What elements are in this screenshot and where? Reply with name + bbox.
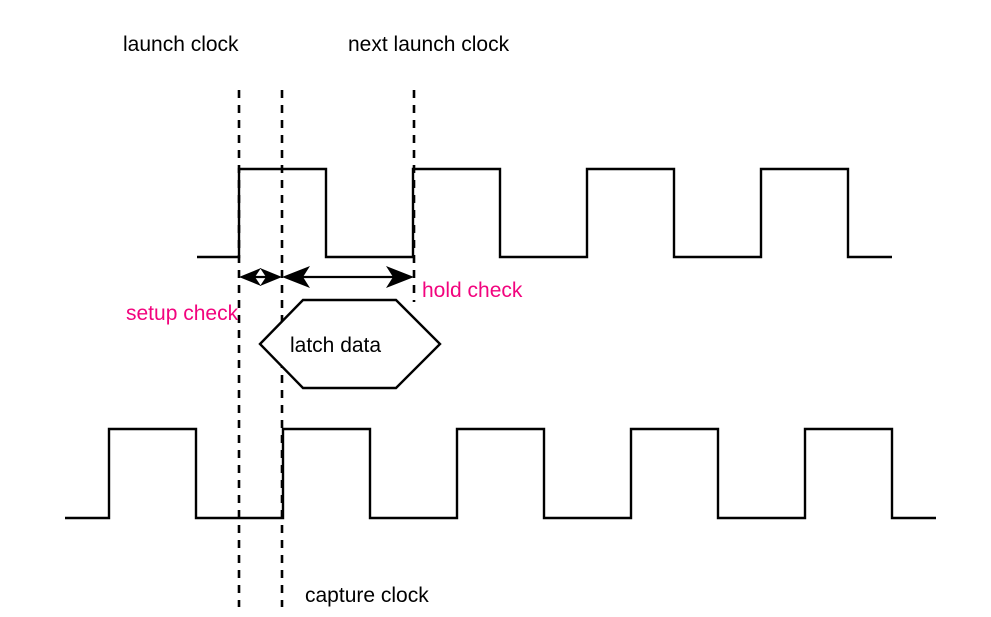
launch-clock-waveform <box>197 167 892 259</box>
setup-check-label: setup check <box>126 302 239 325</box>
hold-check-arrowhead-left <box>282 266 310 288</box>
setup-check-arrow <box>239 268 282 286</box>
capture-clock-waveform <box>65 427 936 520</box>
capture-clock-label: capture clock <box>305 584 429 607</box>
hold-check-arrow <box>282 266 414 288</box>
setup-check-arrowhead-left <box>239 268 261 286</box>
hold-check-arrowhead-right <box>386 266 414 288</box>
hold-check-label: hold check <box>422 279 523 302</box>
setup-check-arrowhead-right <box>260 268 282 286</box>
latch-data-hexagon <box>258 298 442 390</box>
launch-clock-label: launch clock <box>123 33 239 56</box>
next-launch-clock-label: next launch clock <box>348 33 510 56</box>
latch-data-label: latch data <box>290 334 381 357</box>
